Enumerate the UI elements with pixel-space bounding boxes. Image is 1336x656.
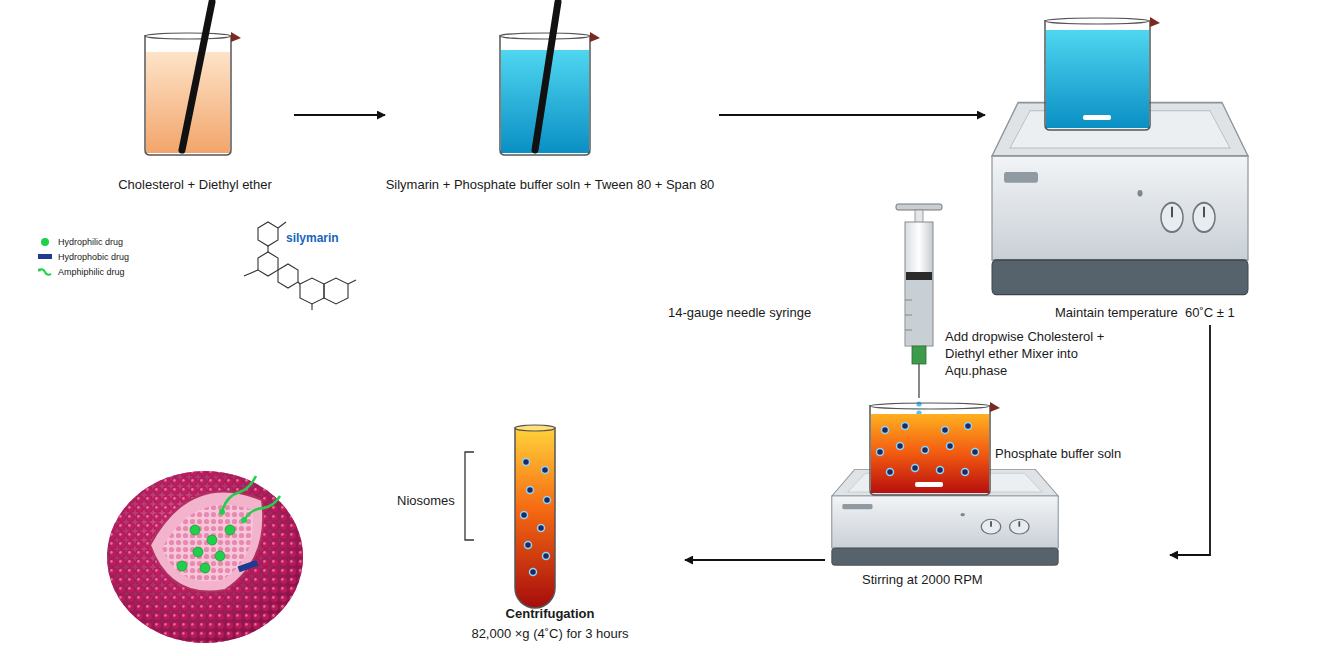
step-label: Cholesterol + Diethyl ether <box>100 177 290 193</box>
legend-swatch <box>41 238 49 246</box>
annotation: 14-gauge needle syringe <box>668 304 868 321</box>
process-step: Phosphate buffer solnStirring at 2000 RP… <box>825 400 1170 595</box>
stirring-beaker <box>832 402 1058 565</box>
legend: Hydrophilic drugHydrophobic drugAmphiphi… <box>38 234 129 279</box>
step-label: Phosphate buffer soln <box>995 446 1165 462</box>
annotation: Add dropwise Cholesterol + Diethyl ether… <box>945 328 1125 379</box>
legend-swatch <box>38 254 52 259</box>
annotation: silymarin <box>286 230 366 247</box>
beaker <box>145 2 241 155</box>
legend-sample <box>38 267 52 277</box>
legend-label: Hydrophobic drug <box>58 252 129 262</box>
hot-plate <box>992 17 1248 295</box>
step-label: Silymarin + Phosphate buffer soln + Twee… <box>385 177 715 193</box>
process-step: Silymarin + Phosphate buffer soln + Twee… <box>385 15 719 200</box>
legend-label: Amphiphilic drug <box>58 267 125 277</box>
syringe <box>896 204 942 425</box>
flow-arrow <box>685 559 825 561</box>
bracket <box>465 452 474 540</box>
legend-label: Hydrophilic drug <box>58 237 123 247</box>
flow-arrow <box>1170 325 1210 555</box>
beaker <box>500 2 600 155</box>
step-label: Centrifugation <box>435 606 665 622</box>
step-label: Stirring at 2000 RPM <box>862 572 1042 588</box>
centrifuge-tube <box>515 425 555 608</box>
step-label: 82,000 ×g (4˚C) for 3 hours <box>435 626 665 642</box>
legend-item: Amphiphilic drug <box>38 264 129 279</box>
niosome-illustration <box>107 471 303 643</box>
step-label: Niosomes <box>397 493 463 509</box>
process-step: Cholesterol + Diethyl ether <box>100 15 294 200</box>
legend-item: Hydrophobic drug <box>38 249 129 264</box>
process-step: NiosomesCentrifugation 82,000 ×g (4˚C) fo… <box>395 420 685 650</box>
legend-item: Hydrophilic drug <box>38 234 129 249</box>
flow-arrow <box>719 114 985 116</box>
flow-arrow <box>294 114 385 116</box>
step-label: Maintain temperature 60˚C ± 1 <box>1055 305 1270 321</box>
process-step: Maintain temperature 60˚C ± 1 <box>985 15 1275 325</box>
